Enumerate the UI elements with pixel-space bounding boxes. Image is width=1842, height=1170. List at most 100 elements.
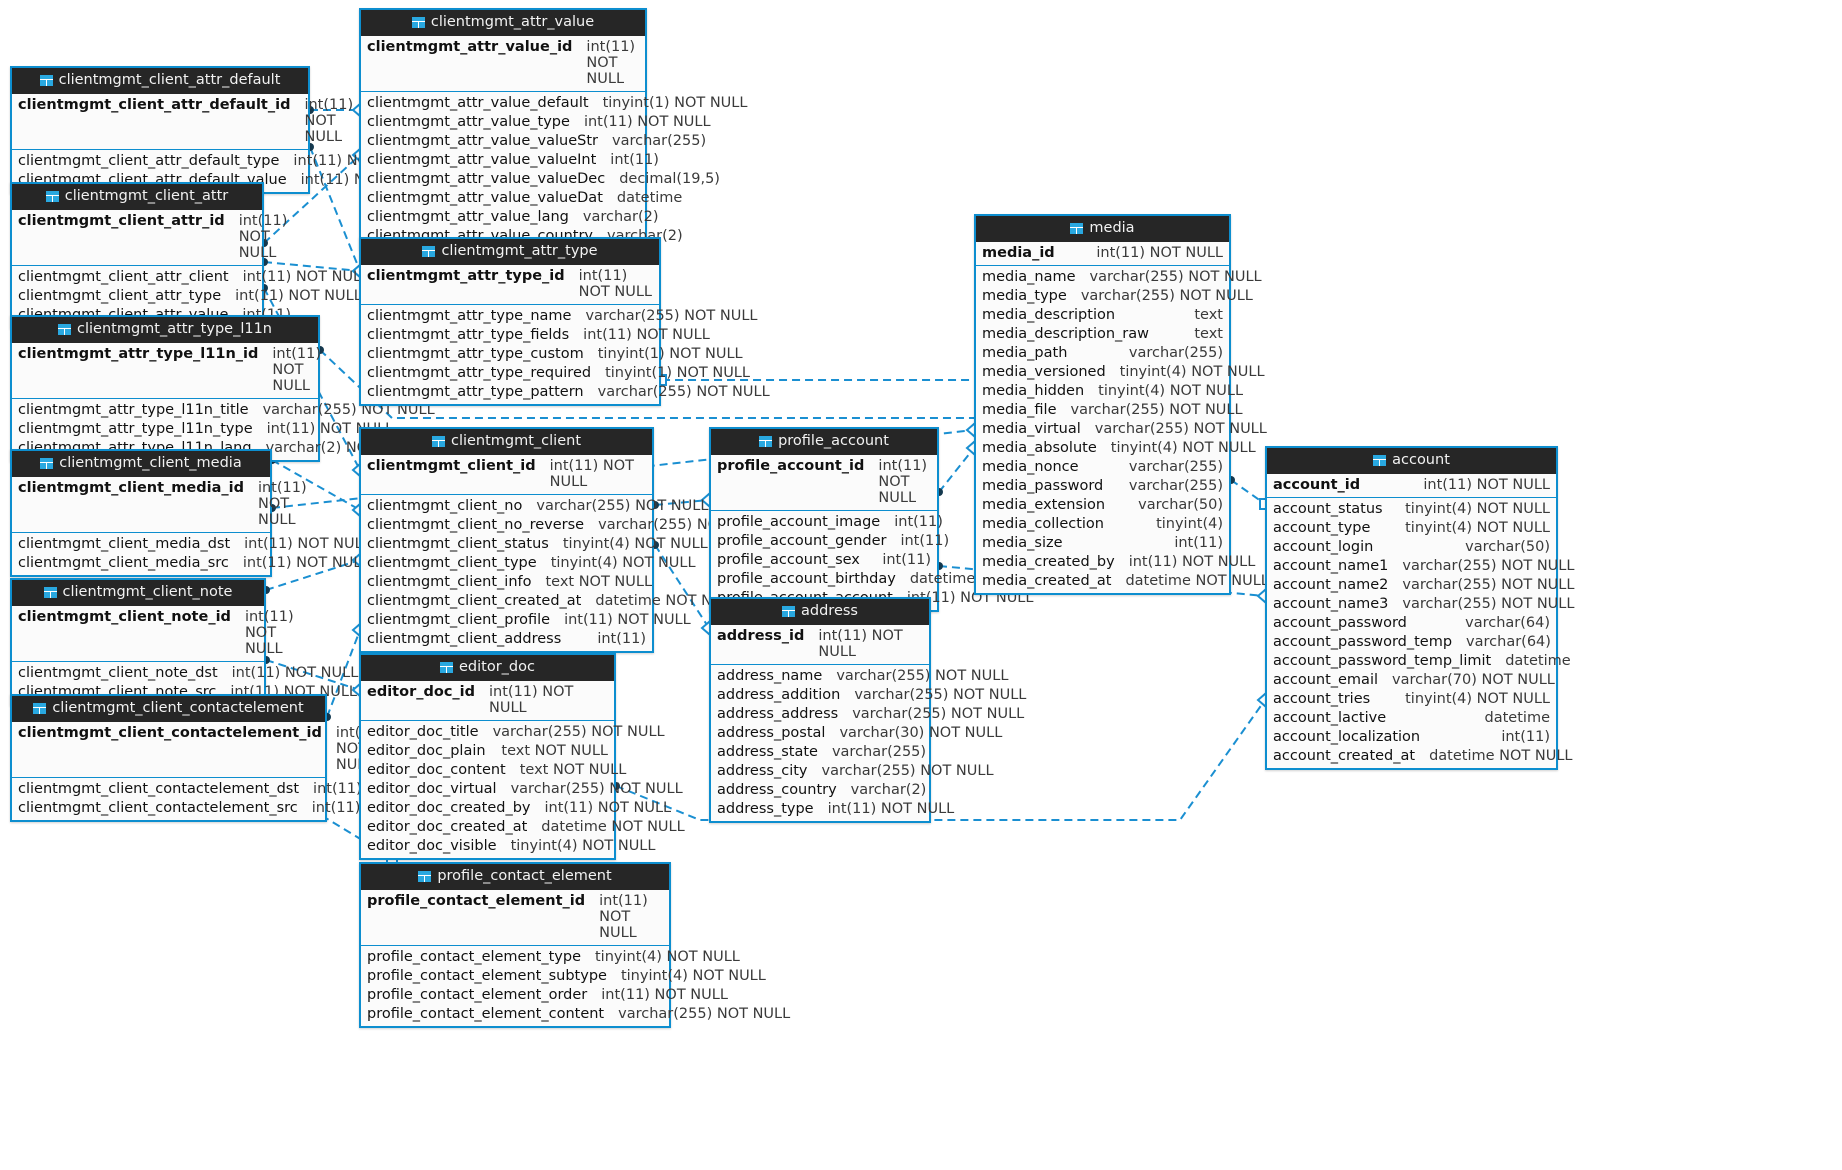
table-header-clientmgmt_client_contactelement[interactable]: clientmgmt_client_contactelement (12, 696, 325, 722)
table-header-editor_doc[interactable]: editor_doc (361, 655, 614, 681)
table-header-profile_contact_element[interactable]: profile_contact_element (361, 864, 669, 890)
table-header-clientmgmt_client_attr_default[interactable]: clientmgmt_client_attr_default (12, 68, 308, 94)
table-profile_contact_element[interactable]: profile_contact_element profile_contact_e… (359, 862, 790, 1028)
table-header-clientmgmt_attr_type_l11n[interactable]: clientmgmt_attr_type_l11n (12, 317, 318, 343)
primary-key-row[interactable]: clientmgmt_client_contactelement_idint(1… (12, 721, 385, 778)
table-header-address[interactable]: address (711, 599, 929, 625)
table-header-media[interactable]: media (976, 216, 1229, 242)
table-header-clientmgmt_attr_type[interactable]: clientmgmt_attr_type (361, 239, 659, 265)
table-header-clientmgmt_attr_value[interactable]: clientmgmt_attr_value (361, 10, 645, 36)
